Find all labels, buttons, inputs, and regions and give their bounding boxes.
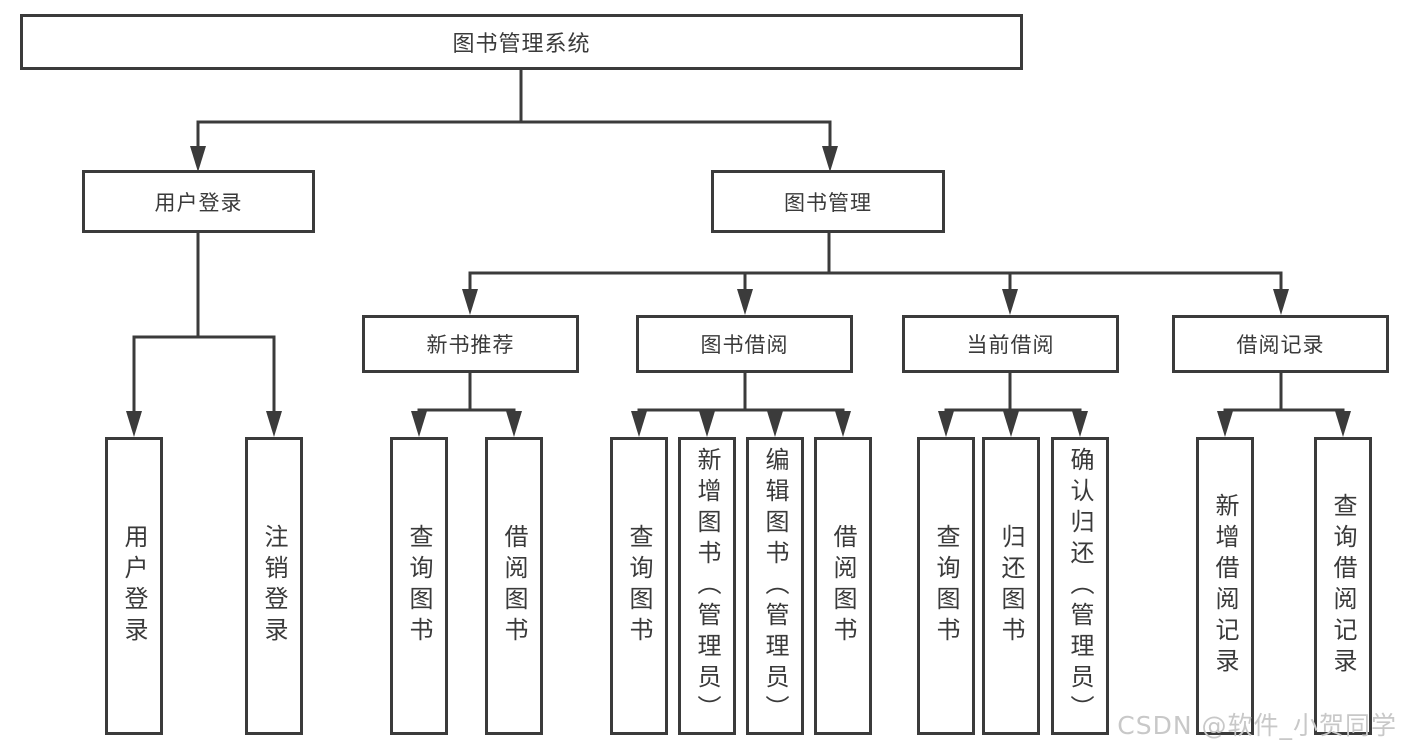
arrowhead: [938, 411, 954, 437]
arrowhead: [737, 289, 753, 315]
node-library-system: 图书管理系统: [20, 14, 1023, 70]
arrowhead: [699, 411, 715, 437]
connector-borrowing-records-children: [1217, 373, 1351, 437]
arrowhead: [1072, 411, 1088, 437]
arrowhead: [1335, 411, 1351, 437]
node-borrowing-records: 借阅记录: [1172, 315, 1389, 373]
leaf-query-books-borrowing: 查询图书: [610, 437, 668, 735]
leaf-edit-book-admin: 编辑图书（管理员）: [746, 437, 804, 735]
leaf-return-book: 归还图书: [982, 437, 1040, 735]
arrowhead: [1273, 289, 1289, 315]
leaf-user-login: 用户登录: [105, 437, 163, 735]
node-book-management: 图书管理: [711, 170, 945, 233]
arrowhead: [767, 411, 783, 437]
leaf-query-books-current: 查询图书: [917, 437, 975, 735]
connector-line: [637, 373, 845, 413]
connector-current-borrowing-children: [938, 373, 1088, 437]
arrowhead: [126, 411, 142, 437]
connector-line: [132, 233, 276, 413]
leaf-query-books-recommend: 查询图书: [390, 437, 448, 735]
arrowhead: [822, 146, 838, 172]
leaf-borrow-books: 借阅图书: [814, 437, 872, 735]
node-current-borrowing: 当前借阅: [902, 315, 1119, 373]
connector-line: [1223, 373, 1345, 413]
arrowhead: [835, 411, 851, 437]
connector-line: [944, 373, 1082, 413]
leaf-borrow-books-recommend: 借阅图书: [485, 437, 543, 735]
connector-book-borrowing-children: [631, 373, 851, 437]
connector-book-management-children: [462, 233, 1289, 315]
node-user-login: 用户登录: [82, 170, 315, 233]
arrowhead: [631, 411, 647, 437]
node-book-borrowing: 图书借阅: [636, 315, 853, 373]
arrowhead: [506, 411, 522, 437]
leaf-query-borrow-record: 查询借阅记录: [1314, 437, 1372, 735]
arrowhead: [462, 289, 478, 315]
arrowhead: [411, 411, 427, 437]
leaf-logout: 注销登录: [245, 437, 303, 735]
arrowhead: [266, 411, 282, 437]
arrowhead: [190, 146, 206, 172]
connector-root-to-level2: [190, 70, 838, 172]
csdn-watermark: CSDN @软件_小贺同学: [1117, 711, 1397, 740]
arrowhead: [1003, 411, 1019, 437]
leaf-add-book-admin: 新增图书（管理员）: [678, 437, 736, 735]
connector-user-login-children: [126, 233, 282, 437]
connector-new-book-recommend-children: [411, 373, 522, 437]
leaf-add-borrow-record: 新增借阅记录: [1196, 437, 1254, 735]
arrowhead: [1217, 411, 1233, 437]
connector-line: [468, 233, 1283, 291]
arrowhead: [1002, 289, 1018, 315]
leaf-confirm-return-admin: 确认归还（管理员）: [1051, 437, 1109, 735]
connector-line: [417, 373, 516, 413]
connector-line: [196, 70, 832, 148]
node-new-book-recommend: 新书推荐: [362, 315, 579, 373]
